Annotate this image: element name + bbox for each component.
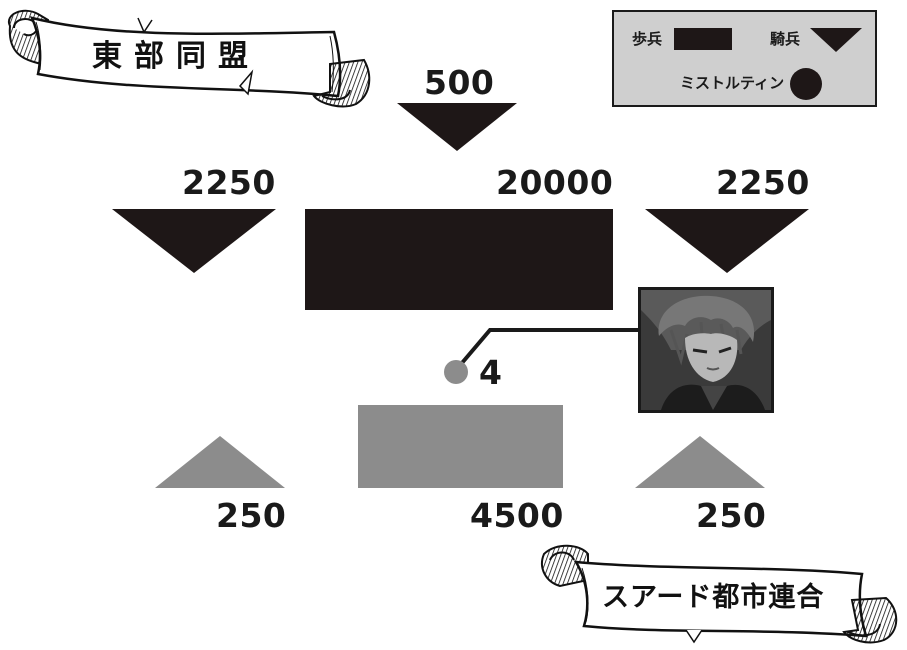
faction-banner-bottom: スアード都市連合 [536,540,904,646]
left-cavalry-count-bottom: 250 [216,496,287,535]
legend-mistletain-label: ミストルティン [680,74,785,92]
top-cavalry-count: 500 [424,63,495,102]
legend-cavalry-label: 騎兵 [770,30,801,48]
left-cavalry-marker-top [112,209,276,273]
center-infantry-count-top: 20000 [496,163,614,202]
left-cavalry-marker-bottom [155,436,285,488]
legend-box: 歩兵 騎兵 ミストルティン [612,10,877,107]
faction-banner-top: 東部同盟 [4,4,374,112]
right-cavalry-marker-bottom [635,436,765,488]
center-infantry-marker-top [305,209,613,310]
center-infantry-marker-bottom [358,405,563,488]
right-cavalry-count-bottom: 250 [696,496,767,535]
mistletain-marker [444,360,468,384]
right-cavalry-count-top: 2250 [716,163,810,202]
mistletain-swatch-icon [790,68,822,100]
right-cavalry-marker-top [645,209,809,273]
left-cavalry-count-top: 2250 [182,163,276,202]
character-portrait [638,287,774,413]
faction-title-top: 東部同盟 [92,39,260,74]
infantry-swatch-icon [674,28,732,50]
mistletain-count: 4 [479,353,503,392]
scroll-banner-icon [7,9,371,108]
cavalry-swatch-icon [810,28,862,52]
scroll-banner-icon [541,544,898,644]
legend-infantry-label: 歩兵 [632,30,663,48]
faction-title-bottom: スアード都市連合 [602,582,825,613]
character-portrait-icon [641,290,771,410]
center-infantry-count-bottom: 4500 [470,496,564,535]
top-cavalry-marker [397,103,517,151]
portrait-connector-line [454,328,640,372]
